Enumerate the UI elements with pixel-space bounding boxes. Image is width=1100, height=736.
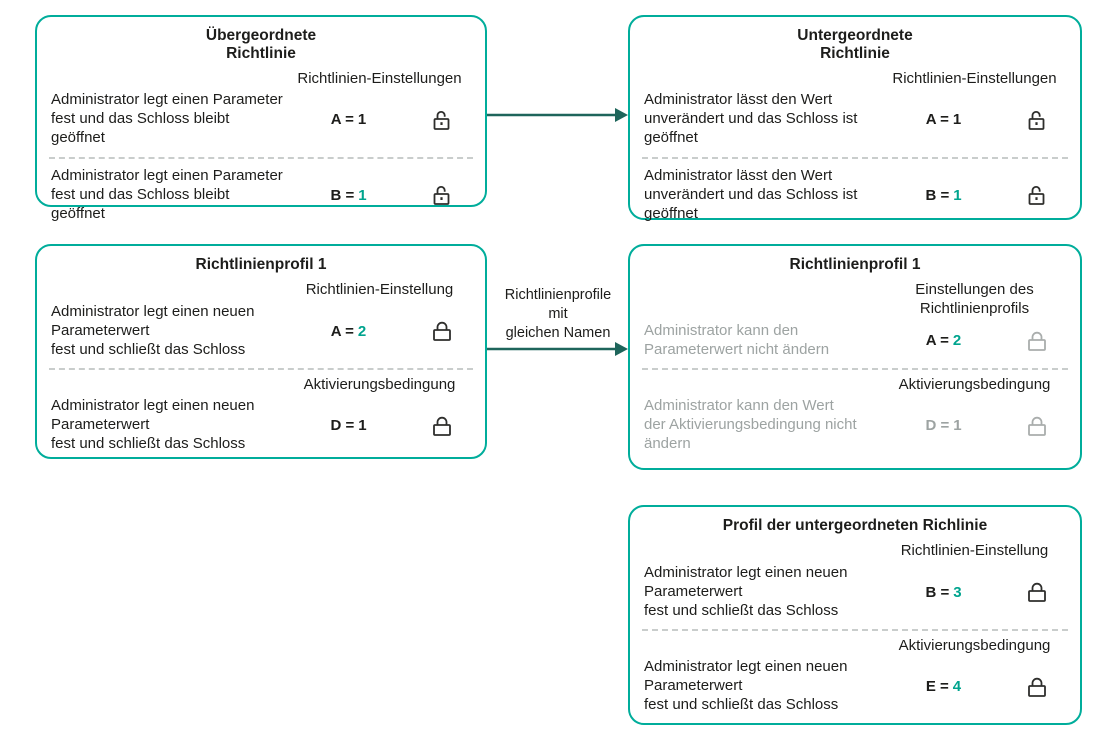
parameter-number: 3 [953, 583, 962, 601]
setting-row: Einstellungen des Richtlinienprofils Adm… [642, 275, 1068, 367]
column-header: Richtlinien-Einstellungen [297, 69, 462, 87]
policy-profile-inherited-box: Richtlinienprofil 1 Einstellungen des Ri… [628, 244, 1082, 470]
parameter-name: B = [330, 186, 355, 204]
parameter-value: A =2 [881, 332, 1006, 349]
row-description: Administrator kann den Wert der Aktivier… [644, 397, 857, 453]
parameter-value: B =1 [881, 187, 1006, 204]
parameter-number: 1 [358, 417, 367, 435]
lock-open-icon [430, 182, 454, 208]
parameter-name: B = [925, 583, 950, 601]
row-description: Administrator legt einen neuen Parameter… [644, 658, 848, 714]
setting-row: Aktivierungsbedingung Administrator legt… [49, 367, 473, 462]
setting-row: Aktivierungsbedingung Administrator kann… [642, 367, 1068, 462]
parameter-value: D =1 [286, 417, 411, 434]
setting-row: Administrator legt einen Parameter fest … [49, 156, 473, 233]
row-description: Administrator lässt den Wert unverändert… [644, 91, 858, 147]
column-header: Aktivierungsbedingung [898, 636, 1051, 654]
parameter-name: A = [330, 322, 354, 340]
parameter-number: 1 [358, 186, 367, 204]
lock-closed-icon [1025, 579, 1049, 605]
policy-profile-box: Richtlinienprofil 1 Richtlinien-Einstell… [35, 244, 487, 459]
parameter-value: A =1 [286, 111, 411, 128]
setting-row: Richtlinien-Einstellung Administrator le… [642, 536, 1068, 628]
parameter-number: 1 [953, 417, 962, 435]
lock-closed-icon [1025, 413, 1049, 439]
box-title: Richtlinienprofil 1 [195, 256, 327, 273]
setting-row: Richtlinien-Einstellungen Administrator … [642, 65, 1068, 157]
parameter-number: 1 [953, 186, 962, 204]
profile-merge-arrow [487, 342, 628, 356]
column-header: Richtlinien-Einstellung [305, 281, 454, 299]
parameter-value: E =4 [881, 678, 1006, 695]
column-header: Richtlinien-Einstellung [900, 542, 1049, 560]
arrow-label: Richtlinienprofile mit gleichen Namen [504, 287, 612, 341]
parameter-number: 4 [952, 678, 962, 696]
setting-row: Richtlinien-Einstellungen Administrator … [49, 65, 473, 157]
child-policy-profile-box: Profil der untergeordneten Richlinie Ric… [628, 505, 1082, 725]
parameter-number: 2 [952, 332, 962, 350]
parameter-number: 1 [357, 111, 367, 129]
column-header: Richtlinien-Einstellungen [892, 69, 1057, 87]
column-header [881, 164, 1068, 167]
box-title: Richtlinienprofil 1 [789, 256, 921, 273]
lock-closed-icon [1025, 328, 1049, 354]
row-description: Administrator kann den Parameterwert nic… [644, 321, 830, 358]
parameter-value: B =1 [286, 187, 411, 204]
lock-open-icon [430, 107, 454, 133]
child-policy-box: Untergeordnete Richtlinie Richtlinien-Ei… [628, 15, 1082, 222]
lock-closed-icon [430, 318, 454, 344]
parameter-name: A = [925, 332, 949, 350]
lock-closed-icon [1025, 674, 1049, 700]
parameter-name: A = [925, 111, 949, 129]
parameter-number: 1 [952, 111, 962, 129]
column-header: Einstellungen des Richtlinienprofils [915, 281, 1034, 318]
parameter-number: 2 [357, 322, 367, 340]
parameter-name: D = [925, 417, 950, 435]
lock-open-icon [1025, 107, 1049, 133]
lock-open-icon [1025, 182, 1049, 208]
row-description: Administrator legt einen Parameter fest … [51, 166, 283, 222]
box-title: Untergeordnete Richtlinie [797, 27, 913, 63]
parameter-name: E = [925, 678, 949, 696]
parent-policy-box: Übergeordnete Richtlinie Richtlinien-Ein… [35, 15, 487, 222]
setting-row: Administrator lässt den Wert unverändert… [642, 156, 1068, 233]
column-header: Aktivierungsbedingung [898, 375, 1051, 393]
setting-row: Richtlinien-Einstellung Administrator le… [49, 275, 473, 367]
parameter-value: D =1 [881, 417, 1006, 434]
parameter-name: B = [925, 186, 950, 204]
lock-closed-icon [430, 413, 454, 439]
parameter-value: A =2 [286, 323, 411, 340]
column-header: Aktivierungsbedingung [303, 375, 456, 393]
setting-row: Aktivierungsbedingung Administrator legt… [642, 628, 1068, 723]
box-title: Übergeordnete Richtlinie [205, 27, 317, 63]
inheritance-arrow [487, 108, 628, 122]
row-description: Administrator legt einen Parameter fest … [51, 91, 283, 147]
row-description: Administrator legt einen neuen Parameter… [644, 564, 848, 619]
parameter-value: A =1 [881, 111, 1006, 128]
column-header [286, 164, 473, 167]
parameter-name: D = [330, 417, 355, 435]
box-title: Profil der untergeordneten Richlinie [722, 517, 988, 534]
parameter-name: A = [330, 111, 354, 129]
row-description: Administrator legt einen neuen Parameter… [51, 303, 255, 358]
row-description: Administrator legt einen neuen Parameter… [51, 397, 255, 453]
row-description: Administrator lässt den Wert unverändert… [644, 166, 858, 222]
parameter-value: B =3 [881, 584, 1006, 601]
